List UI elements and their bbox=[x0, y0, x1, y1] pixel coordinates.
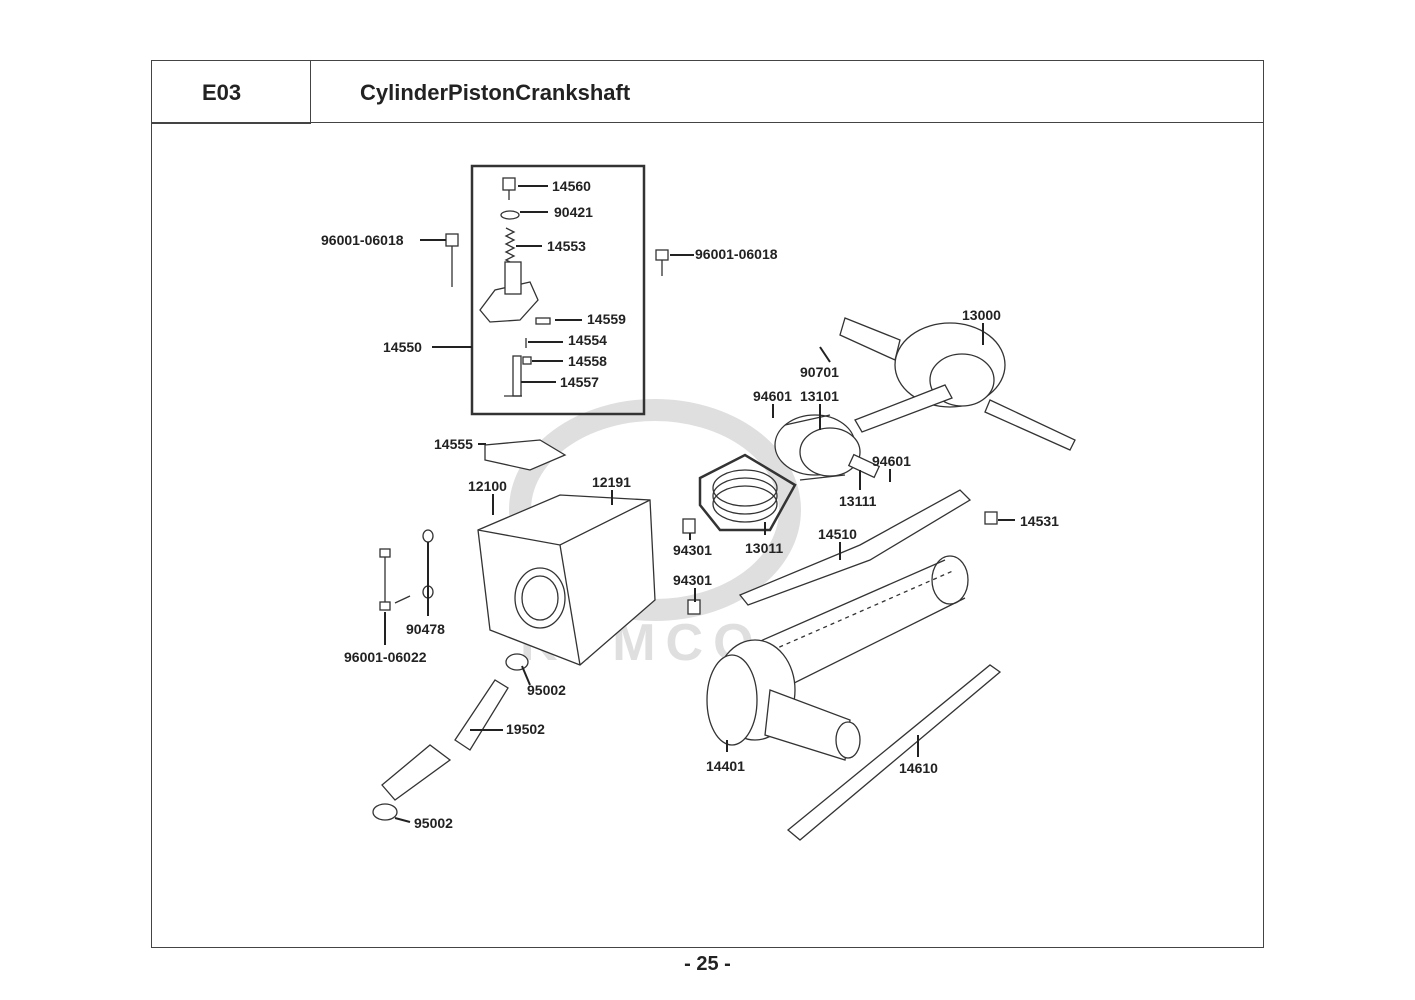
cylinder-drawing bbox=[477, 494, 656, 666]
part-label-13011: 13011 bbox=[745, 540, 783, 556]
bolts bbox=[379, 233, 669, 611]
part-label-14557: 14557 bbox=[560, 374, 599, 390]
part-label-14610: 14610 bbox=[899, 760, 938, 776]
part-label-14550: 14550 bbox=[383, 339, 422, 355]
section-code: E03 bbox=[202, 80, 242, 105]
chain-guide-drawing bbox=[786, 664, 1002, 841]
tensioner-parts bbox=[479, 177, 551, 397]
camshaft-drawing bbox=[706, 639, 861, 761]
diagram-frame bbox=[151, 122, 1264, 948]
gasket-drawing bbox=[484, 439, 567, 471]
part-label-94301-top: 94301 bbox=[673, 542, 712, 558]
hose-drawing bbox=[372, 653, 529, 821]
piston-drawing bbox=[774, 414, 881, 481]
crankshaft-drawing bbox=[839, 317, 1076, 451]
part-label-90421: 90421 bbox=[554, 204, 593, 220]
part-label-96001-06018-left: 96001-06018 bbox=[321, 232, 404, 248]
part-label-14555: 14555 bbox=[434, 436, 473, 452]
part-label-94601-top: 94601 bbox=[753, 388, 792, 404]
part-label-13111: 13111 bbox=[839, 493, 877, 509]
part-label-14560: 14560 bbox=[552, 178, 591, 194]
part-label-13000: 13000 bbox=[962, 307, 1001, 323]
tensioner-guide-drawing bbox=[738, 489, 972, 606]
section-title-box bbox=[309, 60, 1264, 124]
part-label-96001-06018-right: 96001-06018 bbox=[695, 246, 778, 262]
part-label-13101: 13101 bbox=[800, 388, 839, 404]
part-label-14510: 14510 bbox=[818, 526, 857, 542]
page-number: - 25 - bbox=[684, 953, 731, 975]
part-labels: 14560 90421 14553 96001-06018 96001-0601… bbox=[321, 178, 1059, 831]
part-label-12191: 12191 bbox=[592, 474, 631, 490]
part-label-19502: 19502 bbox=[506, 721, 545, 737]
part-label-95002-bottom: 95002 bbox=[414, 815, 453, 831]
section-title: CylinderPistonCrankshaft bbox=[360, 80, 631, 105]
part-label-90478: 90478 bbox=[406, 621, 445, 637]
tensioner-callout-box bbox=[470, 164, 646, 416]
section-code-box bbox=[151, 60, 311, 124]
part-label-14401: 14401 bbox=[706, 758, 745, 774]
part-label-14553: 14553 bbox=[547, 238, 586, 254]
part-label-14558: 14558 bbox=[568, 353, 607, 369]
part-label-12100: 12100 bbox=[468, 478, 507, 494]
part-label-96001-06022: 96001-06022 bbox=[344, 649, 427, 665]
leader-lines bbox=[384, 185, 1015, 823]
part-label-94301-bottom: 94301 bbox=[673, 572, 712, 588]
part-label-14559: 14559 bbox=[587, 311, 626, 327]
part-label-94601-right: 94601 bbox=[872, 453, 911, 469]
part-label-14554: 14554 bbox=[568, 332, 607, 348]
part-label-90701: 90701 bbox=[800, 364, 839, 380]
piston-rings-drawing bbox=[698, 453, 797, 532]
part-label-14531: 14531 bbox=[1020, 513, 1059, 529]
part-label-95002-top: 95002 bbox=[527, 682, 566, 698]
